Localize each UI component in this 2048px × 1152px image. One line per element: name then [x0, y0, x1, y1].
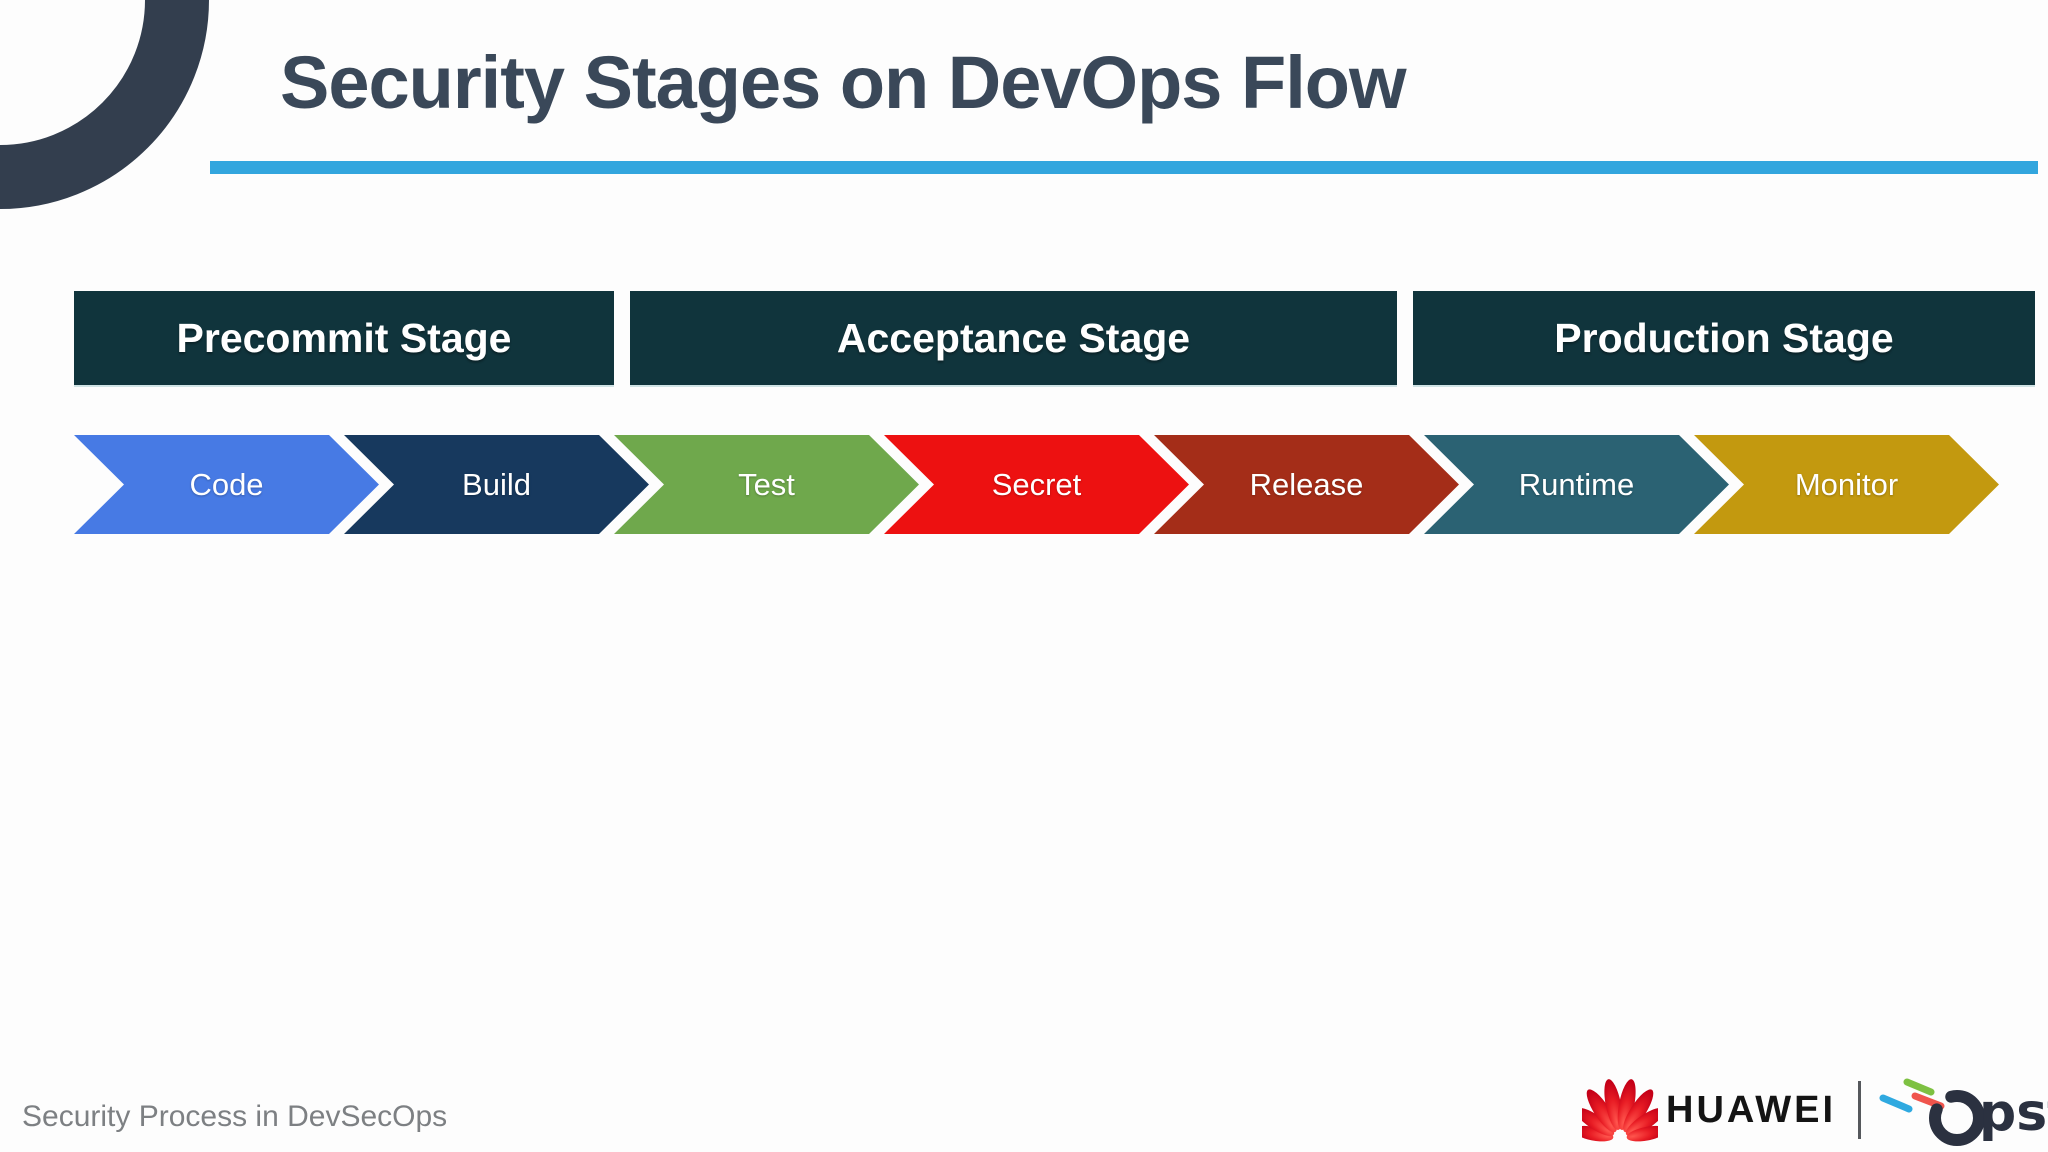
opsta-o-icon	[1879, 1078, 1985, 1146]
flow-step-runtime: Runtime	[1424, 435, 1729, 534]
stage-header-label: Precommit Stage	[176, 314, 512, 361]
footer-logo-strip: HUAWEI psta	[1582, 1072, 2048, 1148]
stage-header-precommit: Precommit Stage	[74, 291, 614, 385]
flow-step-secret: Secret	[884, 435, 1189, 534]
stage-header-production: Production Stage	[1413, 291, 2035, 385]
flow-step-release: Release	[1154, 435, 1459, 534]
huawei-logo: HUAWEI	[1582, 1078, 1836, 1142]
flow-step-label: Runtime	[1518, 466, 1635, 502]
logo-divider	[1858, 1081, 1861, 1139]
flow-step-code: Code	[74, 435, 379, 534]
opsta-wordmark: psta	[1979, 1083, 2048, 1143]
flow-step-label: Build	[462, 466, 531, 502]
flow-step-label: Release	[1249, 466, 1364, 502]
flow-step-label: Secret	[991, 466, 1082, 502]
stage-header-label: Acceptance Stage	[836, 314, 1191, 361]
flow-step-test: Test	[614, 435, 919, 534]
corner-arc-decoration	[0, 0, 209, 209]
flow-step-label: Test	[738, 466, 795, 502]
flow-step-monitor: Monitor	[1694, 435, 1999, 534]
flow-step-label: Monitor	[1794, 466, 1899, 502]
footer-note: Security Process in DevSecOps	[22, 1100, 448, 1133]
huawei-wordmark: HUAWEI	[1666, 1088, 1836, 1131]
stage-header-acceptance: Acceptance Stage	[630, 291, 1397, 385]
title-underline	[210, 161, 2038, 174]
flow-step-build: Build	[344, 435, 649, 534]
flow-step-label: Code	[189, 466, 264, 502]
page-title: Security Stages on DevOps Flow	[280, 41, 1407, 124]
corner-arc-ring	[0, 0, 209, 209]
opsta-logo: psta	[1877, 1072, 2048, 1148]
stage-header-label: Production Stage	[1554, 314, 1894, 361]
devops-flow-row: Code Build Test Secret Release Runtime Monitor	[74, 435, 1999, 534]
huawei-flower-icon	[1582, 1079, 1658, 1142]
